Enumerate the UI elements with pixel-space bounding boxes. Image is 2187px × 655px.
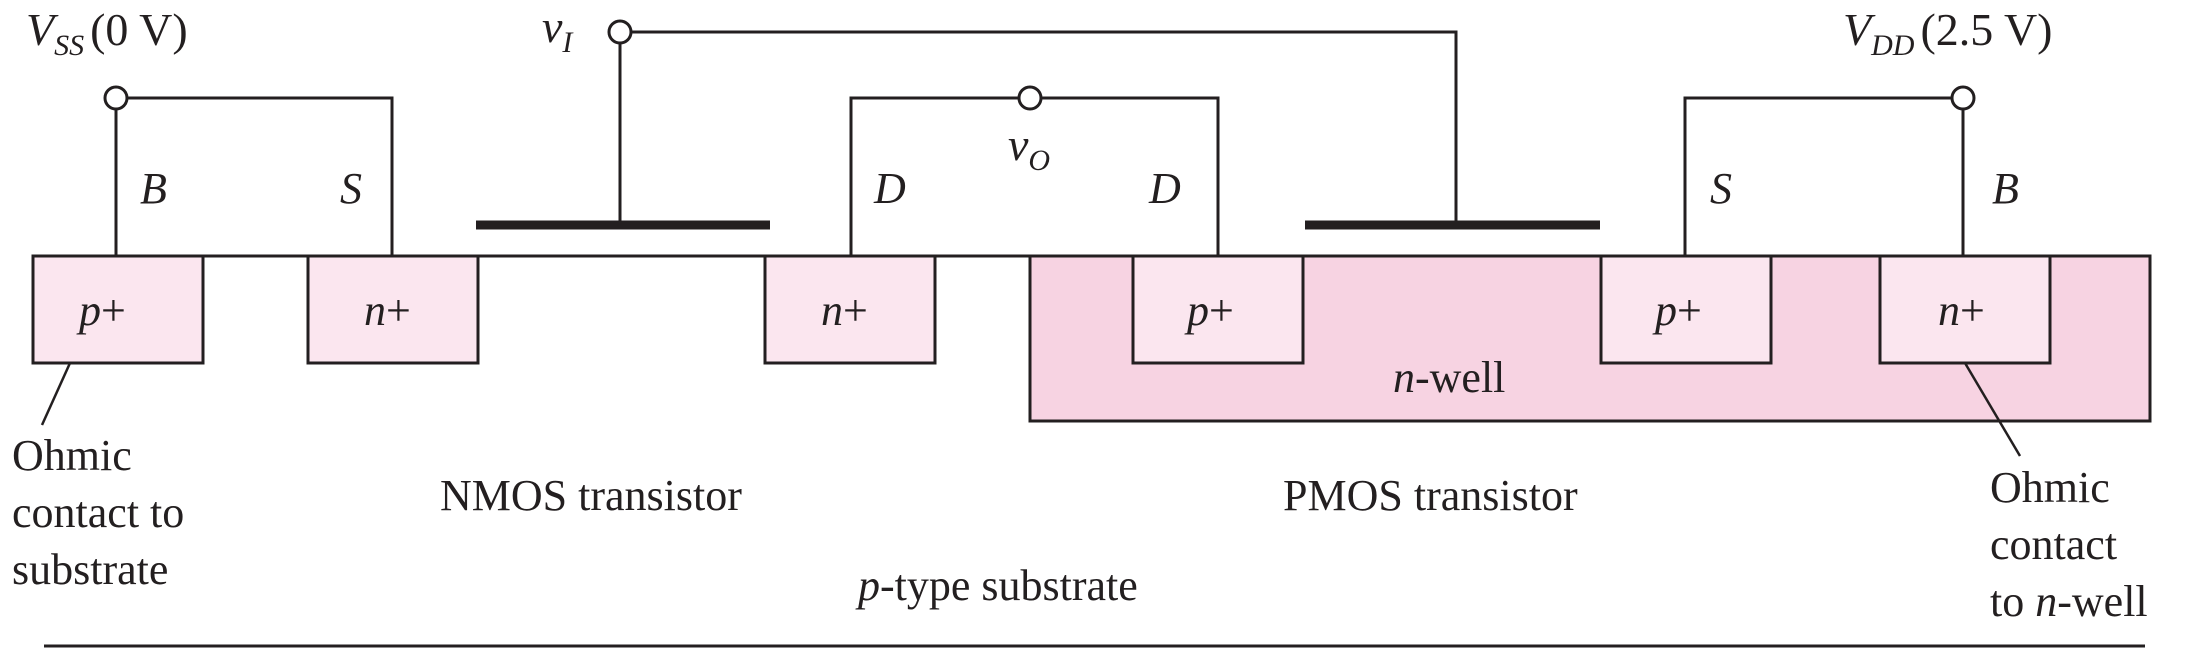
vi-wire <box>618 30 1458 225</box>
left-leader-line <box>40 362 72 426</box>
nmos-body-contact-label: p+ <box>76 286 126 335</box>
pmos-source-type-label: p+ <box>1652 286 1702 335</box>
vo-terminal <box>1017 85 1043 111</box>
nmos-source-label: S <box>340 164 362 213</box>
nmos-body-contact-region <box>31 254 205 365</box>
nmos-bulk-label: B <box>140 164 167 213</box>
right-note-line3: to n-well <box>1990 577 2148 626</box>
pmos-drain-region <box>1131 254 1305 365</box>
nmos-source-type-label: n+ <box>364 286 411 335</box>
nmos-drain-label: D <box>873 164 906 213</box>
vdd-terminal <box>1950 85 1976 111</box>
vo-label: vO <box>1008 119 1050 177</box>
vss-terminal <box>103 85 129 111</box>
right-leader-line <box>1963 362 2022 457</box>
nmos-caption: NMOS transistor <box>440 471 742 520</box>
vi-label: vI <box>542 1 574 59</box>
left-note-line2: contact to <box>12 488 184 537</box>
pmos-drain-type-label: p+ <box>1184 286 1234 335</box>
pmos-body-contact-region <box>1878 254 2052 365</box>
vss-wire <box>114 96 394 256</box>
vi-terminal <box>607 19 633 45</box>
nmos-drain-region <box>763 254 937 365</box>
substrate-label: p-type substrate <box>855 561 1138 610</box>
left-note-line3: substrate <box>12 545 168 594</box>
pmos-drain-label: D <box>1148 164 1181 213</box>
n-well-label: n-well <box>1393 353 1505 402</box>
pmos-source-label: S <box>1710 164 1732 213</box>
nmos-drain-type-label: n+ <box>821 286 868 335</box>
pmos-body-contact-type-label: n+ <box>1938 286 1985 335</box>
vss-label: VSS(0 V) <box>26 4 188 62</box>
pmos-caption: PMOS transistor <box>1283 471 1578 520</box>
vdd-wire <box>1683 96 1965 256</box>
right-note-line1: Ohmic <box>1990 463 2110 512</box>
left-note-line1: Ohmic <box>12 431 132 480</box>
pmos-source-region <box>1599 254 1773 365</box>
pmos-bulk-label: B <box>1992 164 2019 213</box>
vdd-label: VDD(2.5 V) <box>1843 4 2052 62</box>
right-note-line2: contact <box>1990 520 2117 569</box>
